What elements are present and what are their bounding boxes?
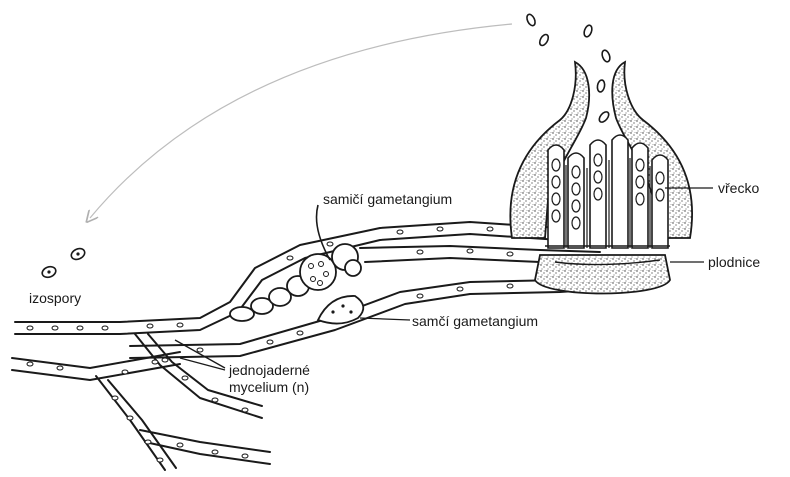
label-plodnice: plodnice <box>708 254 760 270</box>
label-mycelium: mycelium (n) <box>229 379 309 395</box>
label-jednojaderne: jednojaderné <box>229 362 310 378</box>
isospores <box>41 247 87 280</box>
label-izospory: izospory <box>29 290 81 306</box>
label-vrecko: vřecko <box>718 180 759 196</box>
label-samici-gametangium: samičí gametangium <box>323 191 452 207</box>
male-gametangium <box>318 296 363 324</box>
hyphal-nuclei <box>27 227 513 462</box>
life-cycle-arrow <box>90 24 512 218</box>
label-samci-gametangium: samčí gametangium <box>412 313 538 329</box>
